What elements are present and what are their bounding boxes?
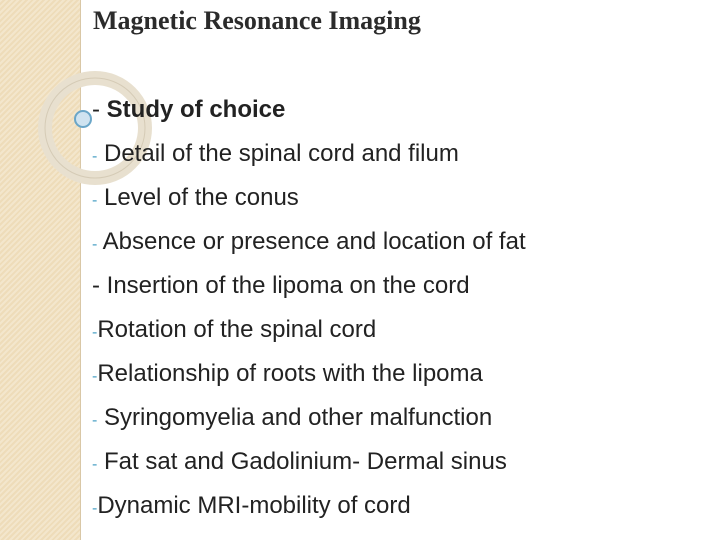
- bullet-dash: -: [92, 192, 98, 209]
- bullet-text: Insertion of the lipoma on the cord: [100, 272, 470, 299]
- decorative-bullet-dot-icon: [74, 110, 92, 128]
- bullet-dash: -: [92, 324, 98, 341]
- bullet-item: - Insertion of the lipoma on the cord: [92, 264, 526, 308]
- bullet-dash: -: [92, 236, 98, 253]
- bullet-dash: -: [92, 456, 98, 473]
- bullet-item: - Fat sat and Gadolinium- Dermal sinus: [92, 440, 526, 484]
- bullet-text: Fat sat and Gadolinium- Dermal sinus: [97, 448, 507, 475]
- bullet-text: Dynamic MRI-mobility of cord: [97, 492, 411, 519]
- bullet-text: Absence or presence and location of fat: [97, 228, 526, 255]
- bullet-dash: -: [92, 412, 98, 429]
- bullet-text: Study of choice: [100, 96, 286, 123]
- bullet-item: -Relationship of roots with the lipoma: [92, 352, 526, 396]
- bullet-text: Level of the conus: [97, 184, 299, 211]
- bullet-list: - Study of choice - Detail of the spinal…: [92, 88, 526, 528]
- decorative-rings: [38, 71, 152, 185]
- bullet-item: -Rotation of the spinal cord: [92, 308, 526, 352]
- side-band-edge: [80, 0, 81, 540]
- bullet-item: - Detail of the spinal cord and filum: [92, 132, 526, 176]
- bullet-item: - Absence or presence and location of fa…: [92, 220, 526, 264]
- decorative-ring-inner-icon: [44, 77, 146, 179]
- bullet-dash: -: [92, 96, 100, 123]
- bullet-dash: -: [92, 272, 100, 299]
- slide-title: Magnetic Resonance Imaging: [93, 6, 421, 35]
- bullet-item: - Study of choice: [92, 88, 526, 132]
- bullet-text: Detail of the spinal cord and filum: [97, 140, 459, 167]
- bullet-text: Rotation of the spinal cord: [97, 316, 377, 343]
- bullet-text: Relationship of roots with the lipoma: [97, 360, 483, 387]
- bullet-dash: -: [92, 148, 98, 165]
- bullet-item: - Level of the conus: [92, 176, 526, 220]
- bullet-dash: -: [92, 368, 98, 385]
- bullet-dash: -: [92, 500, 98, 517]
- bullet-text: Syringomyelia and other malfunction: [97, 404, 493, 431]
- bullet-item: -Dynamic MRI-mobility of cord: [92, 484, 526, 528]
- bullet-item: - Syringomyelia and other malfunction: [92, 396, 526, 440]
